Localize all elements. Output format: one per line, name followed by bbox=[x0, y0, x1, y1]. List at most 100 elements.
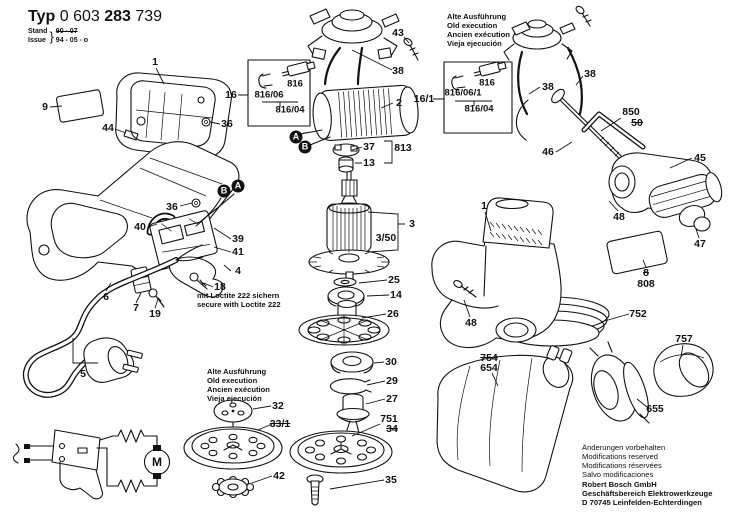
text-line: Salvo modificaciones bbox=[582, 470, 654, 480]
top-cover-assembly bbox=[307, 8, 400, 86]
bearing-30 bbox=[330, 351, 374, 374]
part-label-5: 5 bbox=[80, 368, 86, 380]
clamp-knob-47 bbox=[678, 204, 711, 232]
issue-value: 94 - 05 - o bbox=[55, 37, 89, 45]
brace-glyph: } bbox=[49, 28, 54, 44]
text-line: Old execution bbox=[447, 21, 498, 31]
switch-parts-box-816-old bbox=[443, 61, 513, 134]
eccentric-fan-26 bbox=[298, 299, 390, 346]
retaining-ring-29 bbox=[329, 378, 372, 395]
upper-housing-shell bbox=[115, 72, 232, 159]
part-label-6: 6 bbox=[103, 291, 109, 303]
text-line: Old execution bbox=[207, 376, 258, 386]
part-label-751: 751 bbox=[380, 413, 398, 425]
part-label-39: 39 bbox=[232, 233, 244, 245]
screw-43 bbox=[403, 37, 419, 61]
part-label-754: 754 bbox=[480, 352, 498, 364]
text-line: Ancien exécution bbox=[207, 385, 270, 395]
bushing-13 bbox=[338, 156, 354, 173]
part-label-32: 32 bbox=[272, 400, 284, 412]
stand-label: Stand bbox=[28, 28, 48, 35]
power-cord-6 bbox=[22, 244, 204, 398]
issue-label: Issue bbox=[28, 37, 46, 45]
text-line: Vieja ejecución bbox=[447, 39, 502, 49]
armature-3 bbox=[308, 171, 390, 282]
text-line: Alte Ausführung bbox=[207, 367, 267, 376]
part-label-48: 48 bbox=[613, 211, 625, 223]
bearing-14 bbox=[327, 286, 365, 307]
stand-value: 90 - 07 bbox=[55, 28, 78, 35]
part-label-36: 36 bbox=[221, 118, 233, 130]
text-line: mit Loctite 222 sichern bbox=[197, 291, 280, 300]
part-label-850: 850 bbox=[622, 106, 640, 118]
part-label-2: 2 bbox=[396, 97, 402, 109]
part-label-1: 1 bbox=[152, 56, 158, 68]
gear-washer-42 bbox=[211, 475, 255, 499]
text-line: Alte Ausführung bbox=[447, 12, 507, 21]
typ-number-part1: 0 603 bbox=[59, 8, 100, 25]
name-plate-808 bbox=[606, 230, 668, 275]
part-label-19: 19 bbox=[149, 308, 161, 320]
part-label-13: 13 bbox=[363, 157, 375, 169]
brush-plate-37 bbox=[332, 143, 360, 157]
part-label-9: 9 bbox=[42, 101, 48, 113]
part-label-29: 29 bbox=[386, 375, 398, 387]
side-handle-45 bbox=[608, 152, 723, 218]
part-label-48: 48 bbox=[465, 317, 477, 329]
part-label-41: 41 bbox=[232, 246, 244, 258]
lower-housing-shell bbox=[26, 141, 240, 281]
part-label-34: 34 bbox=[386, 423, 398, 435]
dust-bag-654 bbox=[436, 345, 574, 493]
group-brackets bbox=[367, 140, 405, 253]
part-label-1: 1 bbox=[481, 200, 487, 212]
nozzle-757 bbox=[653, 343, 714, 397]
part-label-757: 757 bbox=[675, 333, 693, 345]
screw-18 bbox=[189, 272, 208, 290]
part-label-752: 752 bbox=[629, 308, 647, 320]
text-line: D 70745 Leinfelden-Echterdingen bbox=[582, 498, 702, 508]
part-label-4: 4 bbox=[235, 265, 241, 277]
part-label-816-06-1: 816/06/1 bbox=[444, 87, 482, 99]
text-line: Robert Bosch GmbH bbox=[582, 480, 657, 489]
part-label-43: 43 bbox=[392, 27, 404, 39]
part-label-38: 38 bbox=[392, 65, 404, 77]
part-label-27: 27 bbox=[386, 393, 398, 405]
part-label-30: 30 bbox=[385, 356, 397, 368]
part-label-16: 16 bbox=[225, 89, 237, 101]
screw-48-body bbox=[453, 280, 477, 298]
part-label-816-04: 816/04 bbox=[464, 103, 494, 115]
field-coil-2 bbox=[299, 84, 419, 147]
text-line: Geschäftsbereich Elektrowerkzeuge bbox=[582, 489, 713, 499]
screw-19 bbox=[148, 288, 165, 308]
bearing-housing-27 bbox=[336, 393, 370, 434]
part-label-16-1: 16/1 bbox=[413, 93, 435, 105]
text-line: Modifications réservées bbox=[582, 461, 662, 471]
part-label-47: 47 bbox=[694, 238, 706, 250]
long-screw-46 bbox=[551, 88, 623, 160]
allen-key-850 bbox=[581, 111, 646, 150]
part-label-45: 45 bbox=[694, 152, 706, 164]
text-line: Ancien exécution bbox=[447, 30, 510, 40]
part-label-3: 3 bbox=[409, 218, 415, 230]
power-plug-5 bbox=[72, 337, 143, 383]
part-label-18: 18 bbox=[214, 281, 226, 293]
text-line: Änderungen vorbehalten bbox=[582, 443, 666, 452]
part-label-46: 46 bbox=[542, 146, 554, 158]
part-label-816: 816 bbox=[287, 78, 303, 90]
wiring-schematic bbox=[12, 429, 171, 500]
stand-issue-block: Stand Issue } 90 - 07 94 - 05 - o bbox=[28, 27, 162, 45]
old-backing-pad-33-1 bbox=[183, 426, 283, 470]
text-line: Modifications reserved bbox=[582, 452, 658, 462]
part-label-813: 813 bbox=[394, 142, 412, 154]
name-plate-9 bbox=[56, 89, 104, 123]
part-label-808: 808 bbox=[637, 278, 655, 290]
leader-lines bbox=[49, 36, 700, 490]
part-label-40: 40 bbox=[134, 221, 146, 233]
part-label-14: 14 bbox=[390, 289, 402, 301]
